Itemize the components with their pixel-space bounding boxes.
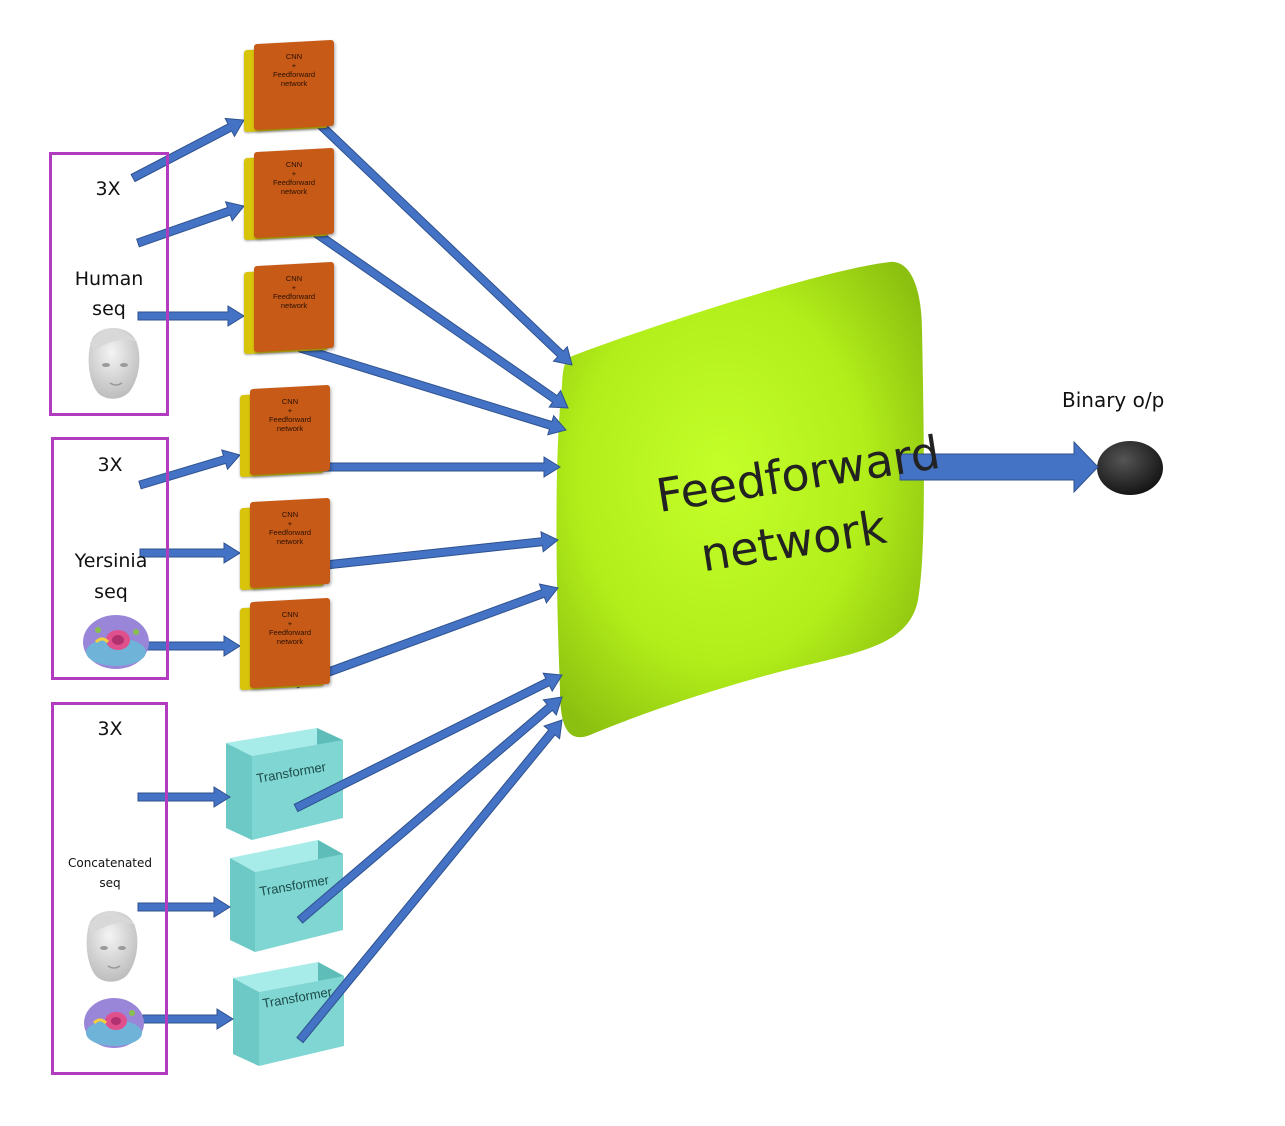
group-box-concatenated [51,702,168,1075]
seq-label-human-line1: Human [74,268,144,290]
connection-arrow [293,672,563,813]
cnn-block-label-line: CNN [281,610,299,619]
cnn-block-label-line: Feedforward [268,628,312,637]
cnn-block-label-line: Feedforward [268,415,312,424]
human-face-icon [86,911,138,982]
connection-arrow [137,786,231,808]
cnn-block-label-line: + [287,406,293,415]
connection-arrow [296,696,563,924]
group-box-yersinia [51,437,169,680]
group-box-human [49,152,169,416]
cnn-block-label-line: Feedforward [272,292,316,301]
transformer-block-1 [226,728,343,840]
connection-arrow [139,542,241,564]
bacterium-cell-icon [84,998,144,1048]
connection-arrow [130,117,245,183]
multiplier-label-concatenated: 3X [97,718,123,740]
connection-arrow [298,343,567,436]
binary-output-node [1097,441,1163,495]
cnn-block-label-line: + [287,619,293,628]
cnn-block-label-line: CNN [281,397,299,406]
connection-arrow [137,305,245,327]
cnn-block-label-line: network [280,301,308,310]
cnn-block-label-line: CNN [281,510,299,519]
seq-label-concatenated-line1: Concatenated [67,856,153,870]
human-face-icon [88,328,140,399]
connection-arrow [136,201,245,248]
connection-arrow [137,896,231,918]
cnn-block-label-line: CNN [285,274,303,283]
connection-arrow [139,635,241,657]
connection-arrow [297,456,561,478]
connection-arrow [297,218,569,409]
binary-output-label: Binary o/p [1062,388,1165,412]
connection-arrow [293,583,559,689]
cnn-block-label-line: network [276,537,304,546]
seq-label-human-line2: seq [92,298,126,320]
multiplier-label-yersinia: 3X [97,454,123,476]
cnn-block-label-line: Feedforward [272,178,316,187]
cnn-block-label-line: + [287,519,293,528]
seq-label-yersinia-line1: Yersinia [74,550,148,572]
cnn-block-label-line: network [280,79,308,88]
connection-arrow [296,719,563,1044]
seq-label-yersinia-line2: seq [94,581,128,603]
connection-arrow [138,449,241,490]
cnn-block-label-line: network [276,424,304,433]
cnn-block-label-line: CNN [285,52,303,61]
connection-arrow [306,111,573,366]
cnn-block-label-line: CNN [285,160,303,169]
connection-arrow [142,1008,234,1030]
transformer-block-2 [230,840,343,952]
seq-label-concatenated-line2: seq [99,876,121,890]
cnn-block-label-line: Feedforward [268,528,312,537]
cnn-block-label-line: + [291,169,297,178]
cnn-block-label-line: Feedforward [272,70,316,79]
multiplier-label-human: 3X [95,178,121,200]
output-arrow [899,440,1099,494]
connection-arrow [297,530,559,573]
cnn-block-label-line: + [291,283,297,292]
feedforward-network-shape [556,261,924,738]
bacterium-cell-icon [83,615,149,669]
cnn-block-label-line: network [276,637,304,646]
cnn-block-label-line: + [291,61,297,70]
cnn-block-label-line: network [280,187,308,196]
transformer-block-3 [233,962,344,1066]
